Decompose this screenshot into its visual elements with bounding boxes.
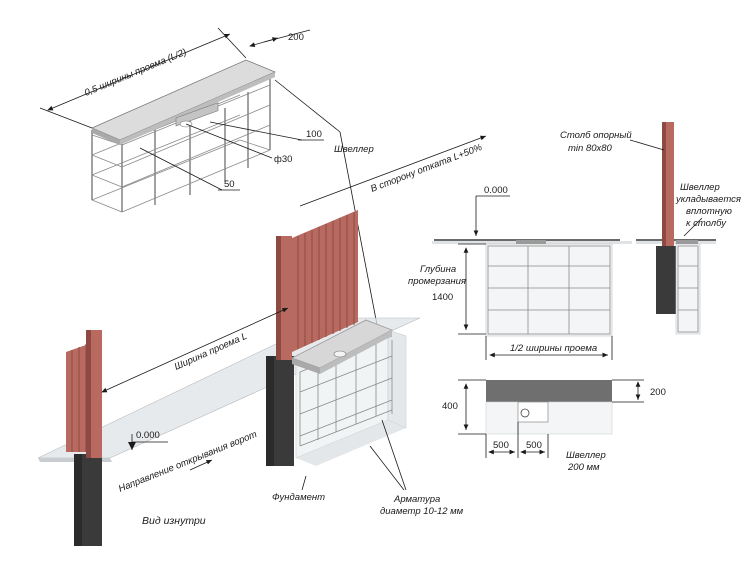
dim-100: 100 <box>306 129 322 140</box>
label-channel-200-2: 200 мм <box>567 462 600 473</box>
label-half-opening: 1/2 ширины проема <box>510 343 597 354</box>
label-channel: Швеллер <box>334 144 374 155</box>
label-half-width-opening: 0,5 ширины проема (L/2) <box>83 47 188 99</box>
dim-500-b: 500 <box>526 440 542 451</box>
label-support-post-2: min 80х80 <box>568 143 613 154</box>
label-foundation: Фундамент <box>272 492 325 503</box>
label-channel-note-1: Швеллер <box>680 182 720 193</box>
dim-1400: 1400 <box>432 292 453 303</box>
label-channel-note-2: укладывается <box>675 194 741 205</box>
post-left <box>74 330 102 546</box>
label-rebar-1: Арматура <box>393 494 440 505</box>
fence-panel-right <box>292 210 358 352</box>
label-channel-note-4: к столбу <box>686 218 727 229</box>
label-toward-rollback: В сторону отката L+50% <box>369 142 484 195</box>
label-channel-200-1: Швеллер <box>566 450 606 461</box>
label-support-post-1: Столб опорный <box>560 130 632 141</box>
side-post-section: Столб опорный min 80х80 Швеллер укладыва… <box>560 122 741 335</box>
dim-200-right: 200 <box>650 387 666 398</box>
label-channel-note-3: вплотную <box>686 206 732 217</box>
dim-phi30: ф30 <box>274 154 292 165</box>
label-inside-view: Вид изнутри <box>142 515 206 527</box>
label-rebar-2: диаметр 10-12 мм <box>380 506 464 517</box>
level-left: 0.000 <box>136 430 160 441</box>
dim-400: 400 <box>442 401 458 412</box>
dim-50: 50 <box>224 179 235 190</box>
level-section: 0.000 <box>484 185 508 196</box>
channel-detail: 400 200 500 500 Швеллер 200 мм <box>442 379 666 473</box>
label-freezing-depth-1: Глубина <box>420 264 456 275</box>
dim-200-top: 200 <box>288 32 304 43</box>
main-3d-view: Ширина проема L 0.000 Направление открыв… <box>37 210 464 546</box>
section-view: 0.000 Глубина промерзания 1400 1/2 ширин… <box>408 185 632 360</box>
label-freezing-depth-2: промерзания <box>408 276 466 287</box>
rollback-arrow: В сторону отката L+50% <box>299 135 487 207</box>
dim-500-a: 500 <box>493 440 509 451</box>
